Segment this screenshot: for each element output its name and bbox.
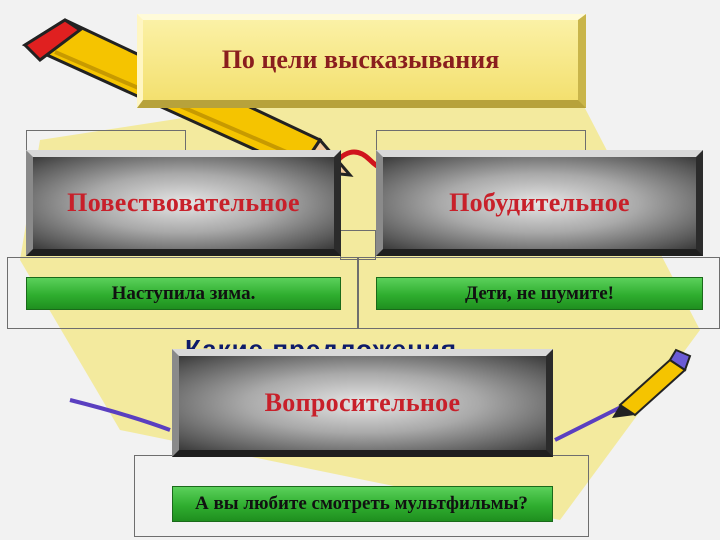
example-frame-left [7,257,358,329]
connector-frame-center [340,230,376,260]
page-title: По цели высказывания [221,45,500,74]
type-plate-interrogative: Вопросительное [172,349,553,457]
example-bar-imperative [376,277,703,310]
example-bar-declarative [26,277,341,310]
example-text-interrogative: А вы любите смотреть мультфильмы? [195,493,528,514]
title-plate: По цели высказывания [137,14,586,108]
example-bar-interrogative [172,486,553,522]
small-pencil-icon [612,348,692,418]
type-label-imperative: Побудительное [449,188,630,217]
example-text-imperative: Дети, не шумите! [465,283,614,304]
type-plate-declarative: Повествовательное [26,150,341,256]
type-plate-imperative: Побудительное [376,150,703,256]
example-text-declarative: Наступила зима. [111,283,256,304]
blue-curve-left [69,398,171,432]
type-label-interrogative: Вопросительное [264,388,461,417]
type-label-declarative: Повествовательное [67,188,300,217]
